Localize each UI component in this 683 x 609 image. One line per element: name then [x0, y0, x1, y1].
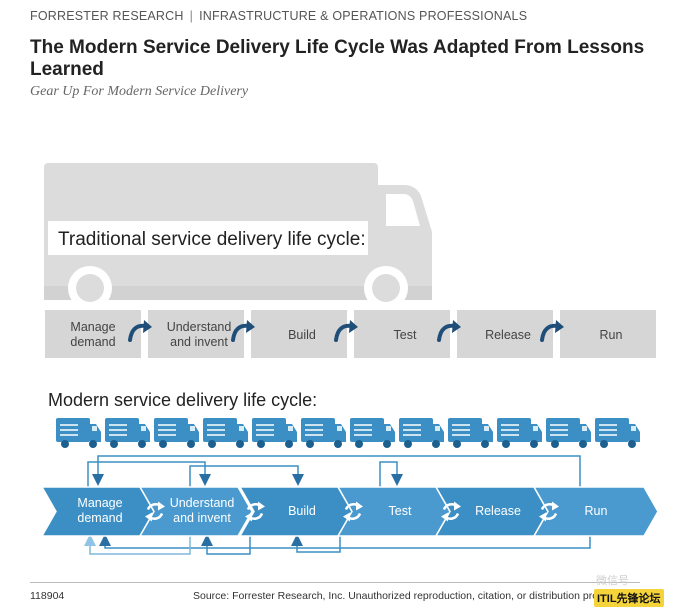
cycle-icon: [539, 501, 559, 522]
modern-stage-label: Release: [475, 504, 521, 518]
traditional-stage-box: [457, 310, 553, 358]
small-truck-icon: [448, 418, 493, 448]
traditional-stage-label: Test: [394, 328, 417, 342]
footer-source: Source: Forrester Research, Inc. Unautho…: [193, 590, 603, 602]
bottom-feedback-loop-build: [291, 534, 341, 553]
traditional-stage-label: demand: [70, 335, 115, 349]
cycle-icon: [245, 501, 265, 522]
modern-stage-chevron: [138, 486, 253, 537]
header-separator: |: [189, 9, 194, 23]
modern-stage-label: Test: [389, 504, 412, 518]
top-feedback-loop-outer: [92, 455, 581, 487]
small-truck-icon: [105, 418, 150, 448]
small-truck-icon: [252, 418, 297, 448]
watermark-label: ITIL先锋论坛: [594, 589, 664, 607]
cycle-icon: [441, 501, 461, 522]
figure-title: The Modern Service Delivery Life Cycle W…: [30, 37, 645, 80]
bottom-feedback-loop-inner: [84, 534, 191, 555]
modern-stage-label: Manage: [77, 496, 122, 510]
watermark-faint-text: 微信号: [596, 575, 629, 587]
handoff-arrowhead-icon: [143, 320, 152, 333]
handoff-arrowhead-icon: [246, 320, 255, 333]
modern-stage-label: demand: [77, 511, 122, 525]
top-feedback-loop-test: [379, 461, 403, 487]
large-truck-icon: [44, 163, 432, 310]
cycle-icon: [343, 501, 363, 522]
handoff-arrowhead-icon: [452, 320, 461, 333]
traditional-stage-label: Understand: [167, 320, 232, 334]
small-truck-icon: [546, 418, 591, 448]
small-truck-icon: [497, 418, 542, 448]
modern-stage-label: Build: [288, 504, 316, 518]
small-truck-icon: [203, 418, 248, 448]
small-truck-icon: [154, 418, 199, 448]
small-truck-icon: [301, 418, 346, 448]
bottom-feedback-loop-outer: [99, 534, 591, 549]
top-feedback-loop-inner: [87, 461, 211, 487]
traditional-stage-label: Build: [288, 328, 316, 342]
traditional-stage-box: [251, 310, 347, 358]
top-feedback-loop-build: [189, 465, 304, 487]
footer-figure-id: 118904: [30, 590, 65, 602]
report-header: FORRESTER RESEARCH | INFRASTRUCTURE & OPER…: [30, 9, 527, 23]
header-audience: INFRASTRUCTURE & OPERATIONS PROFESSIONAL…: [199, 9, 528, 23]
traditional-stage-label: Manage: [70, 320, 115, 334]
small-trucks-row: [56, 418, 640, 448]
feedback-loops: [84, 455, 591, 555]
traditional-stage-label: Release: [485, 328, 531, 342]
modern-stage-label: and invent: [173, 511, 231, 525]
traditional-stage-box: [560, 310, 656, 358]
footer-divider: [30, 582, 640, 583]
small-truck-icon: [56, 418, 101, 448]
traditional-stage-label: and invent: [170, 335, 228, 349]
small-truck-icon: [595, 418, 640, 448]
small-truck-icon: [399, 418, 444, 448]
traditional-stage-box: [354, 310, 450, 358]
header-org: FORRESTER RESEARCH: [30, 9, 184, 23]
modern-stage-label: Run: [585, 504, 608, 518]
handoff-arrowhead-icon: [555, 320, 564, 333]
modern-stage-label: Understand: [170, 496, 235, 510]
figure-subtitle: Gear Up For Modern Service Delivery: [30, 84, 249, 99]
traditional-stage-box: [148, 310, 244, 358]
handoff-arrowhead-icon: [349, 320, 358, 333]
traditional-stage-box: [45, 310, 141, 358]
traditional-stage-label: Run: [600, 328, 623, 342]
modern-lifecycle-label: Modern service delivery life cycle:: [48, 390, 317, 410]
bottom-feedback-loop-understand: [201, 534, 251, 555]
small-truck-icon: [350, 418, 395, 448]
traditional-lifecycle-label: Traditional service delivery life cycle:: [58, 229, 366, 250]
modern-stage-chevron: [532, 486, 659, 537]
cycle-icon: [145, 501, 165, 522]
